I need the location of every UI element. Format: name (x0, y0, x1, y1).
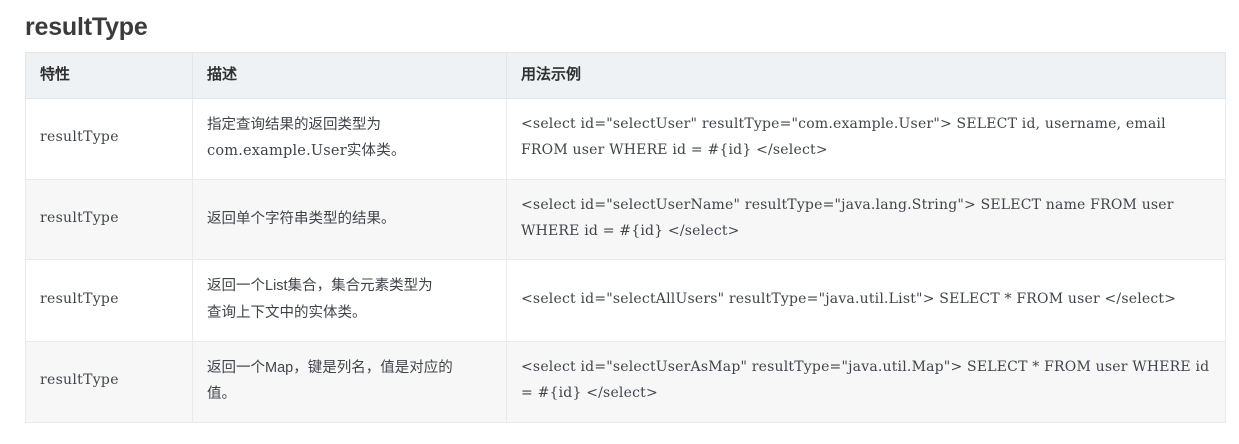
result-type-table: 特性 描述 用法示例 resultType 指定查询结果的返回类型为 com.e… (25, 52, 1226, 424)
column-header-usage-example: 用法示例 (506, 52, 1226, 99)
cell-feature: resultType (25, 258, 193, 342)
table-row: resultType 指定查询结果的返回类型为 com.example.User… (25, 97, 1226, 181)
cell-feature: resultType (25, 179, 193, 260)
document-page: resultType 特性 描述 用法示例 resultType 指定查询结果的… (0, 12, 1239, 424)
cell-feature: resultType (25, 340, 193, 424)
cell-usage-example: <select id="selectAllUsers" resultType="… (506, 258, 1226, 342)
column-header-description: 描述 (192, 52, 507, 99)
description-line-1: 返回单个字符串类型的结果。 (207, 210, 396, 227)
table-row: resultType 返回一个List集合，集合元素类型为 查询上下文中的实体类… (25, 258, 1226, 342)
cell-description: 返回一个List集合，集合元素类型为 查询上下文中的实体类。 (192, 258, 507, 342)
cell-description: 指定查询结果的返回类型为 com.example.User实体类。 (192, 97, 507, 181)
description-line-1: 返回一个List集合，集合元素类型为 (207, 277, 433, 294)
page-title: resultType (25, 13, 148, 41)
cell-description: 返回单个字符串类型的结果。 (192, 179, 507, 260)
table-row: resultType 返回单个字符串类型的结果。 <select id="sel… (25, 179, 1226, 260)
description-line-2: 查询上下文中的实体类。 (207, 304, 367, 321)
table-body: resultType 指定查询结果的返回类型为 com.example.User… (25, 97, 1226, 424)
description-line-2: 值。 (207, 386, 236, 403)
description-line-2: com.example.User实体类。 (207, 143, 406, 160)
description-line-1: 返回一个Map，键是列名，值是对应的 (207, 359, 453, 376)
cell-feature: resultType (25, 97, 193, 181)
table-header-row: 特性 描述 用法示例 (25, 52, 1226, 99)
description-line-1: 指定查询结果的返回类型为 (207, 116, 381, 133)
cell-description: 返回一个Map，键是列名，值是对应的 值。 (192, 340, 507, 424)
cell-usage-example: <select id="selectUserAsMap" resultType=… (506, 340, 1226, 424)
table-row: resultType 返回一个Map，键是列名，值是对应的 值。 <select… (25, 340, 1226, 424)
cell-usage-example: <select id="selectUser" resultType="com.… (506, 97, 1226, 181)
cell-usage-example: <select id="selectUserName" resultType="… (506, 179, 1226, 260)
table-header: 特性 描述 用法示例 (25, 52, 1226, 99)
column-header-feature: 特性 (25, 52, 193, 99)
